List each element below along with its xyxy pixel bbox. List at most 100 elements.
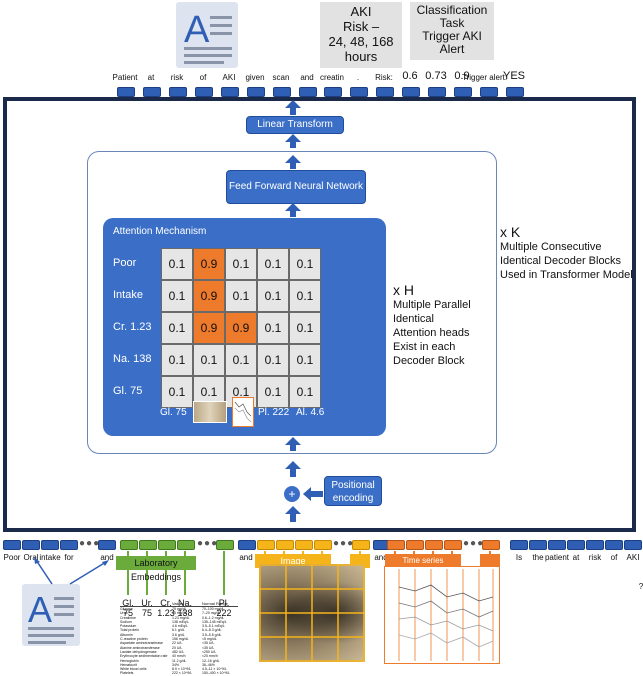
document-icon-top: A <box>176 2 238 68</box>
up-arrow-icon <box>285 437 301 451</box>
image-patch-grid <box>259 564 365 662</box>
table-cell: 7–20 mg/dL <box>202 611 221 616</box>
attention-cell: 0.1 <box>289 248 321 280</box>
attention-cell: 0.1 <box>225 248 257 280</box>
green-arrow-line <box>223 551 225 595</box>
table-row: Urea 75 mg/dL 7–20 mg/dL <box>120 611 238 615</box>
attention-cell: 0.1 <box>257 376 289 408</box>
attention-cell: 0.9 <box>193 280 225 312</box>
output-token-label: Patient <box>112 73 138 82</box>
table-cell: 222 × 10^9/L <box>172 671 193 676</box>
aki-risk-box: AKI Risk – 24, 48, 168 hours <box>320 2 402 68</box>
add-circle-icon: + <box>284 486 300 502</box>
attention-cell: 0.1 <box>225 344 257 376</box>
table-cell: 3.5–5.1 mEq/L <box>202 624 225 629</box>
input-token <box>510 540 528 550</box>
table-cell: Urea <box>120 611 128 616</box>
output-token <box>143 87 161 97</box>
table-header-cell <box>120 601 172 606</box>
attention-cell: 0.1 <box>257 248 289 280</box>
up-arrow-icon <box>285 203 301 217</box>
output-token-label: Risk: <box>375 73 393 82</box>
output-token-label: 0.9 <box>454 70 470 82</box>
xray-thumbnail <box>193 401 227 423</box>
table-cell: <5 mg/dL <box>202 637 217 642</box>
table-cell: 138 mEq/L <box>172 619 189 624</box>
timeseries-token <box>482 540 500 550</box>
input-token <box>60 540 78 550</box>
lab-value-label: Pl. 222 <box>216 598 232 618</box>
input-token <box>238 540 256 550</box>
table-cell: White blood cells <box>120 667 147 672</box>
table-cell: Hematocrit <box>120 662 137 667</box>
output-token <box>273 87 291 97</box>
attention-cell: 0.1 <box>225 280 257 312</box>
output-token-label: 0.6 <box>402 70 418 82</box>
feed-forward-block: Feed Forward Neural Network <box>226 170 366 204</box>
table-cell: 6.1 g/dL <box>172 628 185 633</box>
input-token-label: AKI <box>626 553 640 562</box>
table-cell: Hemoglobin <box>120 658 139 663</box>
lab-embeddings-label: Laboratory Embeddings <box>116 556 196 582</box>
attention-cell: 0.1 <box>161 280 193 312</box>
image-token <box>314 540 332 550</box>
input-token <box>605 540 623 550</box>
document-icon-bottom: A <box>22 584 80 646</box>
output-token <box>350 87 368 97</box>
attention-cell: 0.1 <box>257 312 289 344</box>
attention-cell: 0.1 <box>257 280 289 312</box>
green-arrow-line <box>146 551 148 595</box>
output-token <box>428 87 446 97</box>
positional-encoding-block: Positional encoding <box>324 476 382 506</box>
attention-row-label: Cr. 1.23 <box>113 321 152 333</box>
input-token <box>548 540 566 550</box>
xh-description: Multiple Parallel Identical Attention he… <box>393 299 471 367</box>
xray-image <box>259 564 365 662</box>
table-cell: 1.23 mg/dL <box>172 615 190 620</box>
left-arrow-icon <box>303 487 323 501</box>
table-cell: Potassium <box>120 624 137 629</box>
table-cell: 34% <box>172 662 180 667</box>
green-arrow-line <box>165 551 167 595</box>
attention-title: Attention Mechanism <box>113 226 207 237</box>
output-token-label: risk <box>170 73 184 82</box>
table-cell: Alanine aminotransferase <box>120 645 160 650</box>
input-token <box>3 540 21 550</box>
lab-token <box>177 540 195 550</box>
attn-bottom-al: Al. 4.6 <box>296 407 325 418</box>
decoder-stack-frame <box>3 97 636 532</box>
attention-cell: 0.1 <box>289 280 321 312</box>
timeseries-token <box>444 540 462 550</box>
table-cell: 4.5–11 × 10^9/L <box>202 667 227 672</box>
table-cell: 75 mg/dL <box>172 611 187 616</box>
input-token-label: for <box>64 553 74 562</box>
image-token <box>352 540 370 550</box>
output-token <box>506 87 524 97</box>
attention-cell: 0.1 <box>161 248 193 280</box>
lab-value-label: Na. 138 <box>177 598 193 618</box>
svg-text:A: A <box>184 9 210 51</box>
output-token-label: YES <box>502 70 525 82</box>
xk-title: x K <box>500 224 521 240</box>
table-cell: Aspartate aminotransferase <box>120 641 163 646</box>
lab-token <box>120 540 138 550</box>
table-header-cell: Normal Range <box>202 601 228 606</box>
attention-cell: 0.1 <box>193 344 225 376</box>
and-label: and <box>374 553 388 562</box>
table-cell: 75 mg/dL <box>172 607 187 611</box>
lab-value-label: Cr. 1.23 <box>157 598 175 618</box>
output-token-label: AKI <box>222 73 236 82</box>
attention-cell: 0.1 <box>161 376 193 408</box>
output-token <box>117 87 135 97</box>
output-token-label: 0.73 <box>425 70 447 82</box>
attn-bottom-gl: Gl. 75 <box>160 407 187 418</box>
table-cell: <20 mm/h <box>202 654 218 659</box>
timeseries-token <box>387 540 405 550</box>
table-cell: <35 U/L <box>202 641 215 646</box>
